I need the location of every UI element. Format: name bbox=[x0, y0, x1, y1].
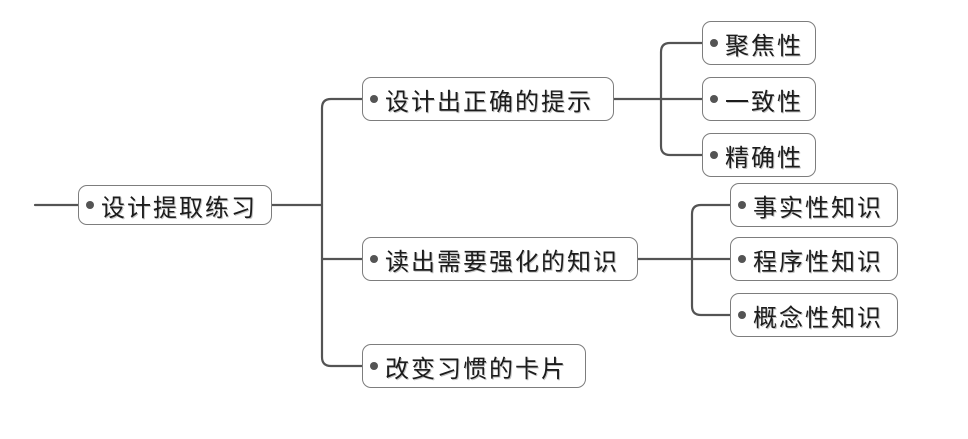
node-label: 一致性 bbox=[725, 87, 803, 116]
node-leaf-conceptual-knowledge[interactable]: 概念性知识 bbox=[730, 293, 898, 337]
node-label: 聚焦性 bbox=[725, 31, 803, 60]
node-leaf-focus[interactable]: 聚焦性 bbox=[702, 21, 816, 65]
bullet-icon bbox=[370, 255, 378, 263]
bullet-icon bbox=[738, 255, 746, 263]
node-branch-design-prompts[interactable]: 设计出正确的提示 bbox=[362, 77, 614, 121]
bullet-icon bbox=[710, 151, 718, 159]
node-label: 事实性知识 bbox=[753, 193, 883, 222]
bullet-icon bbox=[86, 201, 94, 209]
bullet-icon bbox=[370, 362, 378, 370]
bullet-icon bbox=[370, 95, 378, 103]
node-label: 精确性 bbox=[725, 143, 803, 172]
node-branch-read-knowledge[interactable]: 读出需要强化的知识 bbox=[362, 237, 638, 281]
connector-trunk bbox=[320, 97, 376, 368]
bullet-icon bbox=[738, 201, 746, 209]
node-root[interactable]: 设计提取练习 bbox=[78, 185, 272, 225]
node-label: 设计出正确的提示 bbox=[385, 87, 593, 116]
bullet-icon bbox=[738, 311, 746, 319]
node-label: 程序性知识 bbox=[753, 247, 883, 276]
node-leaf-procedural-knowledge[interactable]: 程序性知识 bbox=[730, 237, 898, 281]
node-label: 概念性知识 bbox=[753, 303, 883, 332]
connector-branch2-leaves bbox=[690, 203, 744, 317]
connector-branch1-leaves bbox=[659, 41, 716, 157]
node-label: 改变习惯的卡片 bbox=[385, 354, 567, 383]
node-leaf-consistency[interactable]: 一致性 bbox=[702, 77, 816, 121]
bullet-icon bbox=[710, 95, 718, 103]
node-label: 设计提取练习 bbox=[101, 193, 257, 222]
node-label: 读出需要强化的知识 bbox=[385, 247, 619, 276]
node-leaf-precision[interactable]: 精确性 bbox=[702, 133, 816, 177]
node-leaf-factual-knowledge[interactable]: 事实性知识 bbox=[730, 183, 898, 227]
bullet-icon bbox=[710, 39, 718, 47]
node-branch-habit-cards[interactable]: 改变习惯的卡片 bbox=[362, 344, 586, 388]
